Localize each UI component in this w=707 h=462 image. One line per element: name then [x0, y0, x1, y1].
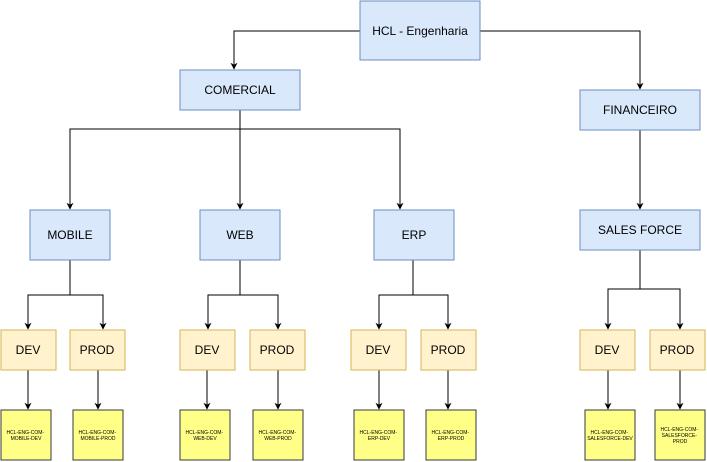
edge-sf-dev — [604, 250, 641, 330]
leaf-sf-dev-line-2: SALESFORCE-DEV — [587, 436, 633, 442]
node-erp-prod[interactable]: PROD — [420, 329, 477, 371]
leaf-web-prod-line-1: HCL-ENG-COM- — [259, 430, 297, 436]
leaf-sf-prod-label: HCL-ENG-COM- SALESFORCE- PROD — [661, 427, 700, 445]
leaf-web-dev-label: HCL-ENG-COM- WEB-DEV — [186, 430, 225, 442]
edge-comercial-erp — [240, 128, 404, 210]
blue-nodes: HCL - Engenharia COMERCIAL FINANCEIRO MO… — [29, 0, 701, 261]
node-erp[interactable]: ERP — [373, 209, 455, 261]
leaf-mobile-dev-line-2: MOBILE-DEV — [11, 436, 43, 442]
leaf-erp-dev-label: HCL-ENG-COM- ERP-DEV — [360, 430, 399, 442]
leaf-mobile-dev[interactable]: HCL-ENG-COM- MOBILE-DEV — [0, 409, 52, 461]
edge-sf-prod — [640, 288, 684, 330]
node-financeiro[interactable]: FINANCEIRO — [579, 89, 701, 131]
node-mobile-dev[interactable]: DEV — [0, 329, 57, 371]
node-mobile[interactable]: MOBILE — [29, 209, 111, 261]
leaf-mobile-dev-line-1: HCL-ENG-COM- — [7, 430, 45, 436]
node-mobile-prod-label: PROD — [80, 343, 115, 357]
node-financeiro-label: FINANCEIRO — [603, 103, 677, 117]
leaf-sf-prod[interactable]: HCL-ENG-COM- SALESFORCE- PROD — [654, 409, 706, 461]
leaf-sf-dev-label: HCL-ENG-COM- SALESFORCE-DEV — [587, 430, 633, 442]
node-comercial[interactable]: COMERCIAL — [179, 69, 301, 111]
leaf-web-prod-line-2: WEB-PROD — [264, 436, 292, 442]
edge-comercial-mobile — [66, 110, 241, 210]
leaf-erp-dev[interactable]: HCL-ENG-COM- ERP-DEV — [353, 409, 405, 461]
node-root-label: HCL - Engenharia — [372, 24, 468, 38]
leaf-erp-prod[interactable]: HCL-ENG-COM- ERP-PROD — [425, 409, 477, 461]
leaf-nodes: HCL-ENG-COM- MOBILE-DEV HCL-ENG-COM- MOB… — [0, 409, 706, 461]
node-web-dev[interactable]: DEV — [179, 329, 236, 371]
leaf-web-prod[interactable]: HCL-ENG-COM- WEB-PROD — [252, 409, 304, 461]
leaf-web-dev-line-2: WEB-DEV — [193, 436, 217, 442]
node-web-dev-label: DEV — [195, 343, 220, 357]
edge-root-comercial — [230, 30, 360, 70]
node-web-label: WEB — [226, 228, 253, 242]
leaf-sf-prod-line-2: SALESFORCE- — [662, 433, 698, 439]
node-erp-prod-label: PROD — [431, 343, 466, 357]
edge-mobile-dev — [24, 260, 71, 330]
edge-mobile-prod — [70, 294, 107, 330]
leaf-erp-dev-line-1: HCL-ENG-COM- — [360, 430, 398, 436]
node-mobile-dev-label: DEV — [16, 343, 41, 357]
leaf-sf-prod-line-3: PROD — [673, 439, 688, 445]
leaf-erp-prod-label: HCL-ENG-COM- ERP-PROD — [432, 430, 471, 442]
edge-erp-dev — [375, 260, 414, 330]
node-salesforce[interactable]: SALES FORCE — [579, 209, 701, 251]
node-erp-dev-label: DEV — [366, 343, 391, 357]
leaf-mobile-dev-label: HCL-ENG-COM- MOBILE-DEV — [7, 430, 46, 442]
node-sf-dev[interactable]: DEV — [579, 329, 636, 371]
edge-web-prod — [240, 294, 282, 330]
edge-erp-prod — [413, 294, 452, 330]
leaf-web-dev[interactable]: HCL-ENG-COM- WEB-DEV — [179, 409, 231, 461]
edge-web-dev — [204, 260, 241, 330]
edge-root-financeiro — [480, 30, 644, 90]
leaf-web-dev-line-1: HCL-ENG-COM- — [186, 430, 224, 436]
leaf-erp-prod-line-2: ERP-PROD — [438, 436, 465, 442]
env-nodes: DEV PROD DEV PROD DEV PROD DEV PROD — [0, 329, 706, 371]
node-root[interactable]: HCL - Engenharia — [359, 0, 481, 61]
leaf-sf-dev[interactable]: HCL-ENG-COM- SALESFORCE-DEV — [584, 409, 636, 461]
leaf-erp-prod-line-1: HCL-ENG-COM- — [432, 430, 470, 436]
node-sf-prod-label: PROD — [660, 343, 695, 357]
node-erp-label: ERP — [402, 228, 427, 242]
leaf-web-prod-label: HCL-ENG-COM- WEB-PROD — [259, 430, 298, 442]
leaf-mobile-prod-label: HCL-ENG-COM- MOBILE-PROD — [79, 430, 118, 442]
node-salesforce-label: SALES FORCE — [598, 223, 682, 237]
edges — [24, 30, 684, 410]
leaf-sf-dev-line-1: HCL-ENG-COM- — [591, 430, 629, 436]
node-web[interactable]: WEB — [199, 209, 281, 261]
leaf-mobile-prod-line-2: MOBILE-PROD — [80, 436, 115, 442]
leaf-mobile-prod-line-1: HCL-ENG-COM- — [79, 430, 117, 436]
node-web-prod-label: PROD — [260, 343, 295, 357]
leaf-sf-prod-line-1: HCL-ENG-COM- — [661, 427, 699, 433]
node-mobile-prod[interactable]: PROD — [69, 329, 126, 371]
node-erp-dev[interactable]: DEV — [350, 329, 407, 371]
node-sf-dev-label: DEV — [595, 343, 620, 357]
leaf-mobile-prod[interactable]: HCL-ENG-COM- MOBILE-PROD — [72, 409, 124, 461]
node-sf-prod[interactable]: PROD — [649, 329, 706, 371]
node-comercial-label: COMERCIAL — [204, 83, 276, 97]
node-mobile-label: MOBILE — [47, 228, 92, 242]
leaf-erp-dev-line-2: ERP-DEV — [368, 436, 391, 442]
node-web-prod[interactable]: PROD — [249, 329, 306, 371]
